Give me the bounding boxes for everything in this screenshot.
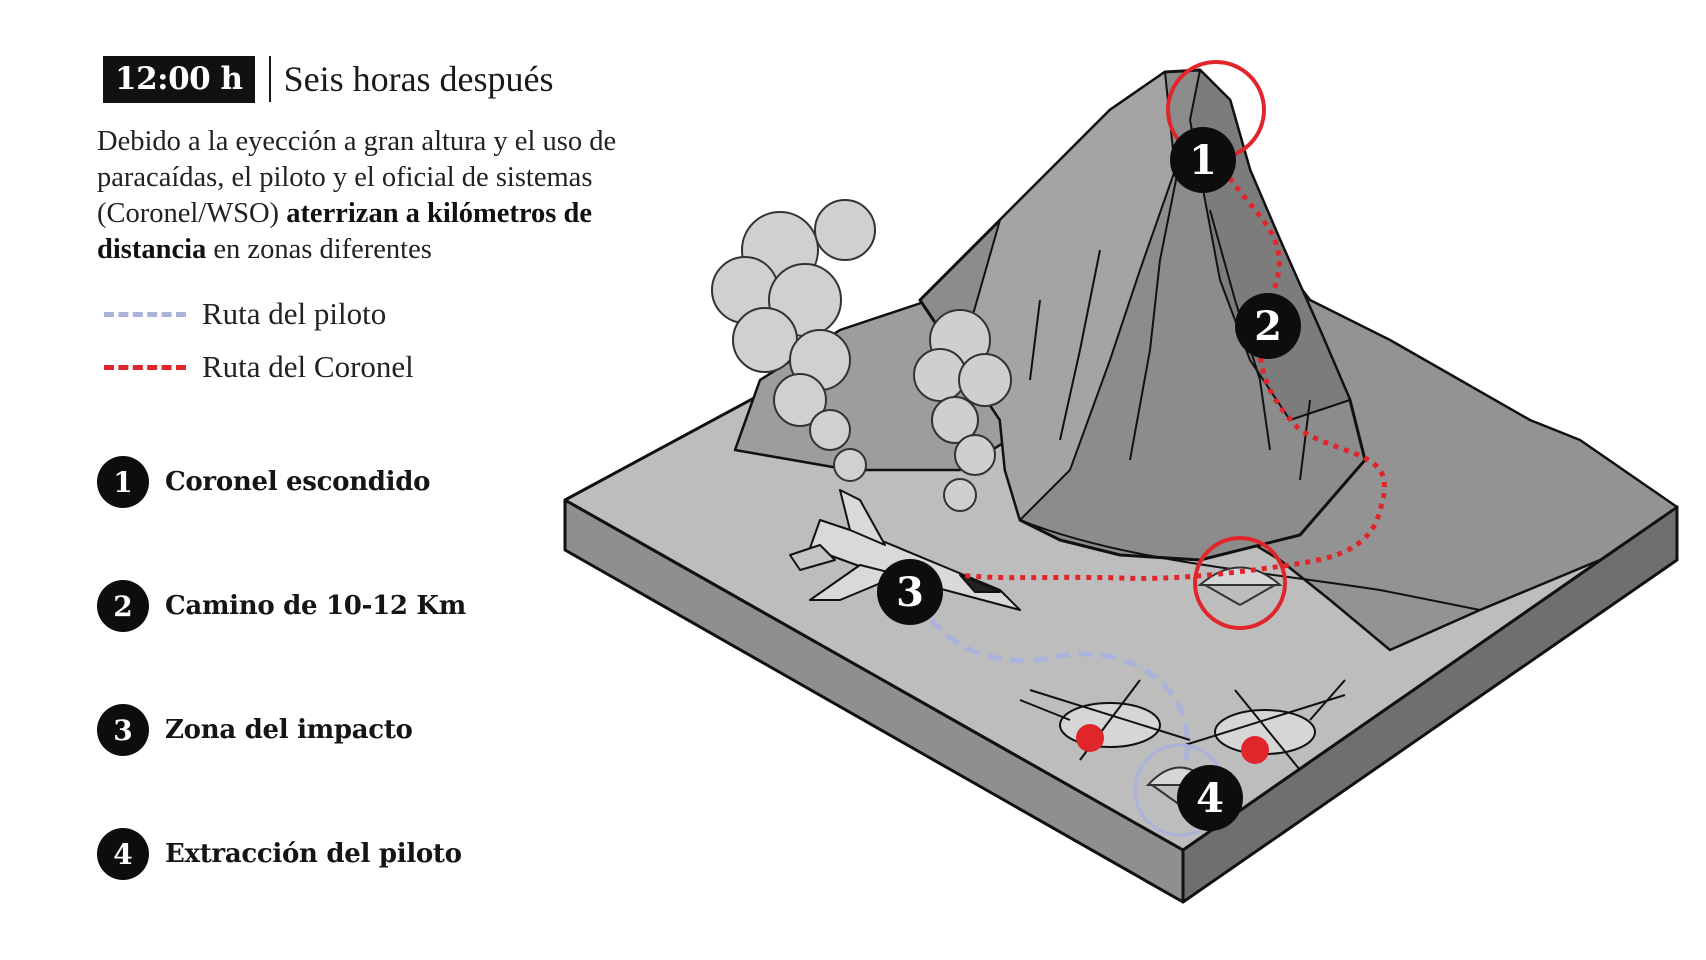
highlight-circle-coronel-landing <box>1193 536 1287 630</box>
smoke-plume-small <box>913 309 1012 512</box>
helicopter-icon-left <box>1019 679 1191 761</box>
intro-paragraph: Debido a la eyección a gran altura y el … <box>97 124 697 268</box>
pilot-route-path <box>915 598 1190 771</box>
intro-text-1: Debido a la eyección a gran altura y el … <box>97 126 617 229</box>
key-number-4: 4 <box>97 828 149 880</box>
header-divider <box>268 56 271 102</box>
svg-text:1: 1 <box>1189 137 1217 184</box>
key-item-4: 4 Extracción del piloto <box>97 827 466 881</box>
key-number-2: 2 <box>97 580 149 632</box>
key-label-3: Zona del impacto <box>165 715 413 745</box>
legend-label-pilot: Ruta del piloto <box>202 296 387 331</box>
key-item-3: 3 Zona del impacto <box>97 703 466 757</box>
coronel-route-swatch <box>104 364 186 370</box>
key-item-1: 1 Coronel escondido <box>97 455 466 509</box>
svg-text:2: 2 <box>1254 303 1282 350</box>
key-label-2: Camino de 10-12 Km <box>165 591 466 621</box>
legend-item-coronel: Ruta del Coronel <box>104 349 414 385</box>
coronel-route-path <box>959 148 1387 581</box>
map-marker-1: 1 <box>1170 127 1236 193</box>
helicopter-icon-right <box>1184 679 1346 771</box>
svg-text:4: 4 <box>1196 775 1224 822</box>
key-item-2: 2 Camino de 10-12 Km <box>97 579 466 633</box>
intro-text-2: en zonas diferentes <box>206 234 432 265</box>
key-label-1: Coronel escondido <box>165 467 431 497</box>
key-number-1: 1 <box>97 456 149 508</box>
header: 12:00 h Seis horas después <box>103 54 554 104</box>
svg-text:3: 3 <box>896 569 924 616</box>
mountain-light-face <box>958 70 1177 522</box>
key-label-4: Extracción del piloto <box>165 839 462 869</box>
pilot-route-swatch <box>104 311 186 317</box>
legend-item-pilot: Ruta del piloto <box>104 296 414 332</box>
map-marker-4: 4 <box>1177 765 1243 831</box>
route-legend: Ruta del piloto Ruta del Coronel <box>104 296 414 402</box>
map-marker-3: 3 <box>877 559 943 625</box>
numbered-key-list: 1 Coronel escondido 2 Camino de 10-12 Km… <box>97 455 466 951</box>
smoke-plume-large <box>711 199 876 482</box>
legend-label-coronel: Ruta del Coronel <box>202 349 414 384</box>
key-number-3: 3 <box>97 704 149 756</box>
time-badge: 12:00 h <box>103 55 255 103</box>
intro-text-bold: aterrizan a kilómetros de distancia <box>97 198 592 265</box>
map-marker-2: 2 <box>1235 293 1301 359</box>
page-title: Seis horas después <box>283 59 554 99</box>
